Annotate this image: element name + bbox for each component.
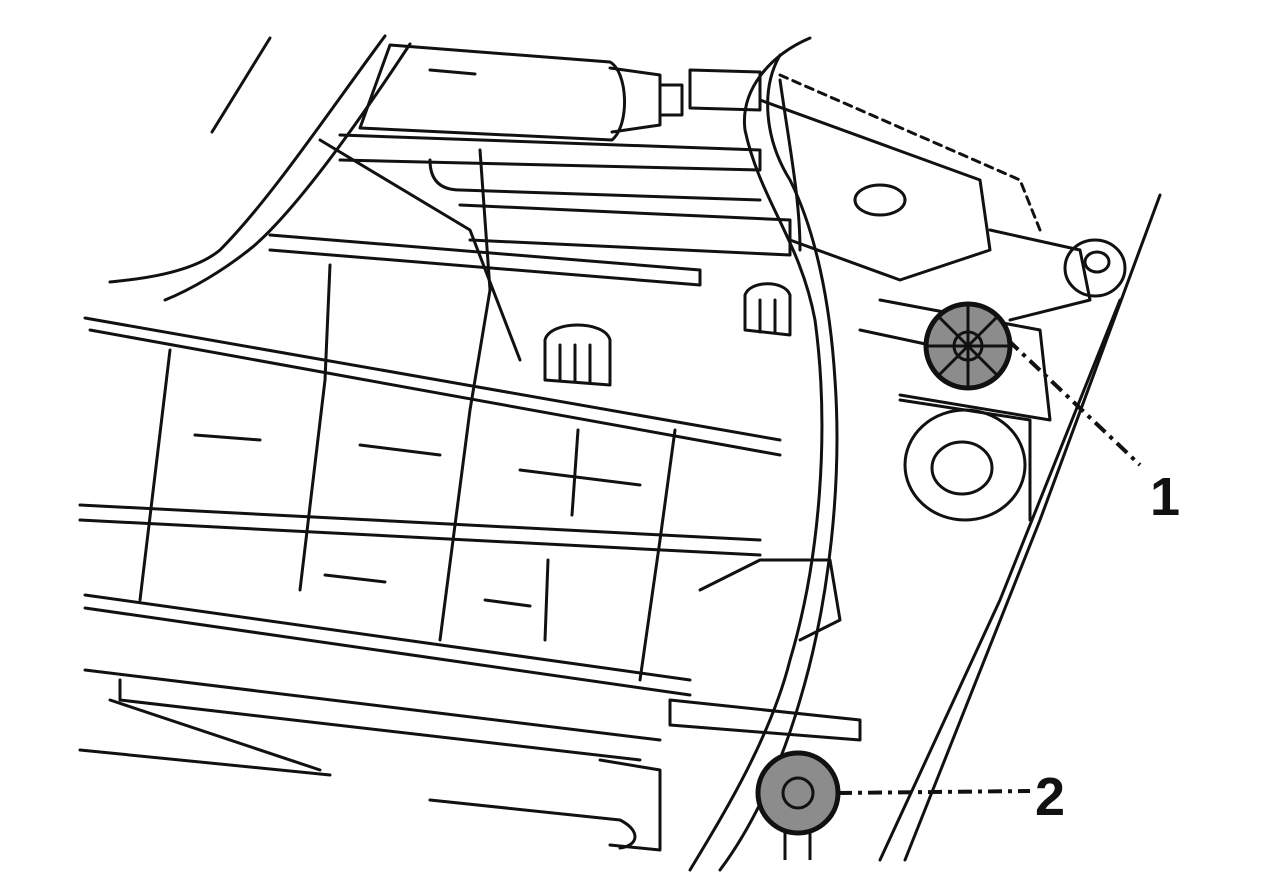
upper-rail-2 [428, 158, 762, 202]
upper-idler [1063, 238, 1127, 298]
right-edge-1 [903, 193, 1162, 862]
grille-mid [78, 503, 762, 542]
leader-line-1 [1006, 338, 1142, 467]
grille-v4 [638, 428, 677, 682]
grille-lower [83, 593, 692, 682]
upper-idler-hub [1083, 250, 1111, 274]
bracket-hole [853, 183, 907, 217]
bolt-left [543, 323, 612, 387]
grille-v3 [438, 288, 492, 642]
hood-curve-outer [108, 34, 387, 284]
long-strap [268, 233, 702, 287]
tensioner-arm [988, 228, 1092, 322]
grille-top-2 [88, 328, 782, 457]
diagonal-brace [318, 138, 522, 362]
bottom-panel [598, 758, 662, 852]
fender-edge [210, 36, 272, 134]
lower-stub [668, 698, 862, 742]
grille-v2 [298, 263, 332, 592]
callout-label-1: 1 [1150, 467, 1180, 527]
mid-bar [458, 203, 792, 257]
bottom-left-1 [78, 748, 332, 777]
grille-v1 [138, 348, 172, 602]
pulley-bracket [898, 398, 1032, 522]
upper-rail [338, 133, 762, 172]
top-cylinder [358, 43, 626, 142]
bottom-hose [428, 798, 637, 850]
top-connector [688, 68, 762, 112]
grille-mid-2 [78, 518, 762, 557]
main-hose-outer [688, 36, 824, 872]
grille-bottom-2 [118, 678, 642, 762]
grille-bottom [83, 668, 662, 742]
main-hose-right [718, 53, 839, 872]
bottom-left-2 [108, 698, 322, 772]
top-cylinder-nub [658, 83, 684, 117]
engine-line-art [78, 34, 1162, 872]
grille-top [83, 316, 782, 442]
top-cylinder-line [428, 68, 477, 76]
bolt-right [743, 282, 792, 337]
leader-line-2 [837, 789, 1031, 795]
right-bracket-dash [778, 73, 1042, 232]
callout-label-2: 2 [1035, 767, 1065, 827]
lower-pulley [903, 408, 1027, 522]
lower-bracket [698, 558, 842, 642]
diagonal-brace-2 [478, 148, 492, 292]
marked-drain-bolt [755, 750, 841, 860]
top-cylinder-cap [608, 66, 662, 134]
right-edge-2 [878, 298, 1122, 862]
right-bracket [758, 98, 992, 282]
main-hose-inner [778, 78, 802, 252]
grille-lower-2 [83, 606, 692, 697]
marked-tensioner-pulley [923, 301, 1013, 391]
lower-pulley-hub [930, 440, 994, 496]
